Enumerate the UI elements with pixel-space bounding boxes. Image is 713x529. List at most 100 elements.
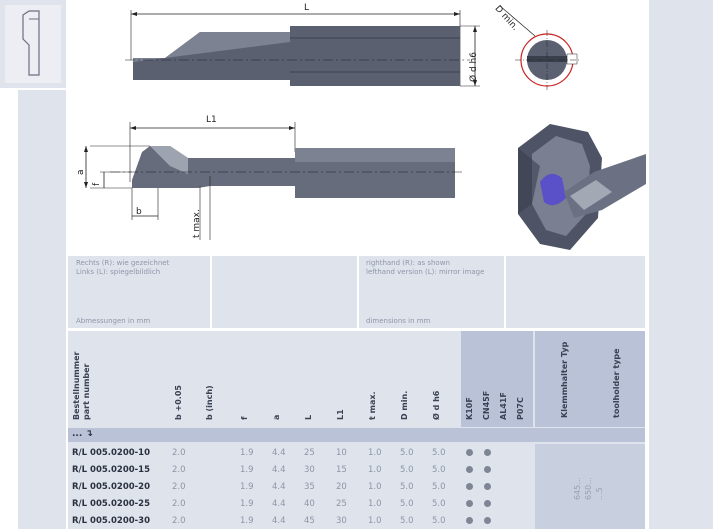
cell-l1: 10 [336,448,347,458]
holder-cell [535,444,645,529]
availability-dot [466,500,473,507]
table-row: R/L 005.0200-15 2.0 1.9 4.4 30 15 1.0 5.0 5.0 [68,461,535,478]
holder-header-band [535,331,645,427]
dim-d-label: Ø d h6 [469,52,479,82]
part-number: R/L 005.0200-25 [72,499,151,509]
cell-f: 1.9 [240,516,254,526]
header-holder-de: Klemmhalter Typ [560,341,569,418]
cell-tmax: 1.0 [368,465,382,475]
part-number: R/L 005.0200-15 [72,465,151,475]
availability-dot [466,466,473,473]
right-column [649,0,713,529]
cell-l1: 15 [336,465,347,475]
top-view-drawing [125,10,480,87]
availability-dot [484,517,491,524]
grade-header-band [461,331,533,427]
group-bar [68,428,645,442]
header-f: f [240,416,249,420]
note-en-dims: dimensions in mm [366,317,431,325]
header-grade-cn45f: CN45F [482,390,491,420]
cell-l1: 25 [336,499,347,509]
cell-l: 25 [304,448,315,458]
cell-b: 2.0 [172,465,186,475]
cell-l: 35 [304,482,315,492]
cell-b: 2.0 [172,499,186,509]
cell-tmax: 1.0 [368,516,382,526]
cell-f: 1.9 [240,499,254,509]
cell-d: 5.0 [432,499,446,509]
holder-value-2: 650... [584,477,593,500]
holder-value-3: ...5 [595,487,604,500]
note-de-line1: Rechts (R): wie gezeichnet [76,259,170,267]
cell-b: 2.0 [172,448,186,458]
table-row: R/L 005.0200-10 2.0 1.9 4.4 25 10 1.0 5.0 5.0 [68,444,535,461]
note-de-dims: Abmessungen in mm [76,317,151,325]
part-number: R/L 005.0200-10 [72,448,151,458]
cell-f: 1.9 [240,465,254,475]
notes-band [68,256,645,328]
section-3d-view [518,124,646,250]
cell-l1: 30 [336,516,347,526]
availability-dot [466,517,473,524]
tool-thumbnail [5,5,61,83]
header-a: a [272,414,281,420]
cell-b: 2.0 [172,482,186,492]
header-grade-p07c: P07C [516,397,525,420]
header-grade-al41f: AL41F [499,392,508,420]
cell-f: 1.9 [240,448,254,458]
cell-tmax: 1.0 [368,482,382,492]
cell-dmin: 5.0 [400,516,414,526]
side-view-drawing [84,122,465,240]
header-part-en: part number [82,363,91,420]
notes-divider-1 [210,256,212,328]
availability-dot [484,449,491,456]
cell-d: 5.0 [432,465,446,475]
part-number: R/L 005.0200-20 [72,482,151,492]
cell-l: 30 [304,465,315,475]
cell-f: 1.9 [240,482,254,492]
cell-l: 45 [304,516,315,526]
header-tmax: t max. [368,391,377,420]
cell-l1: 20 [336,482,347,492]
cell-dmin: 5.0 [400,465,414,475]
cell-tmax: 1.0 [368,448,382,458]
header-L: L [304,414,313,420]
dim-a-label: a [76,169,86,175]
note-en-line2: lefthand version (L): mirror image [366,268,485,276]
availability-dot [484,483,491,490]
table-row: R/L 005.0200-25 2.0 1.9 4.4 40 25 1.0 5.0 5.0 [68,495,535,512]
dim-b-label: b [136,207,142,217]
notes-divider-2 [357,256,359,328]
availability-dot [484,500,491,507]
cell-tmax: 1.0 [368,499,382,509]
cell-a: 4.4 [272,465,286,475]
cell-d: 5.0 [432,448,446,458]
dim-L1-label: L1 [206,115,217,125]
cell-a: 4.4 [272,499,286,509]
dim-f-label: f [92,182,102,186]
header-part-de: Bestellnummer [72,351,81,420]
dim-tmax-label: t max. [192,209,202,238]
availability-dot [466,449,473,456]
header-grade-k10f: K10F [465,397,474,420]
cell-dmin: 5.0 [400,499,414,509]
dim-L-label: L [304,3,310,13]
note-en-line1: righthand (R): as shown [366,259,450,267]
header-L1: L1 [336,409,345,420]
header-dmin: D min. [400,390,409,420]
cell-dmin: 5.0 [400,448,414,458]
cell-l: 40 [304,499,315,509]
cell-d: 5.0 [432,482,446,492]
cell-a: 4.4 [272,516,286,526]
availability-dot [466,483,473,490]
left-column [18,90,66,529]
availability-dot [484,466,491,473]
note-de-line2: Links (L): spiegelbildlich [76,268,161,276]
cell-a: 4.4 [272,448,286,458]
header-d: Ø d h6 [432,390,441,420]
group-label: ... ↴ [72,429,93,439]
notes-divider-3 [504,256,506,328]
end-view-drawing [499,5,581,90]
